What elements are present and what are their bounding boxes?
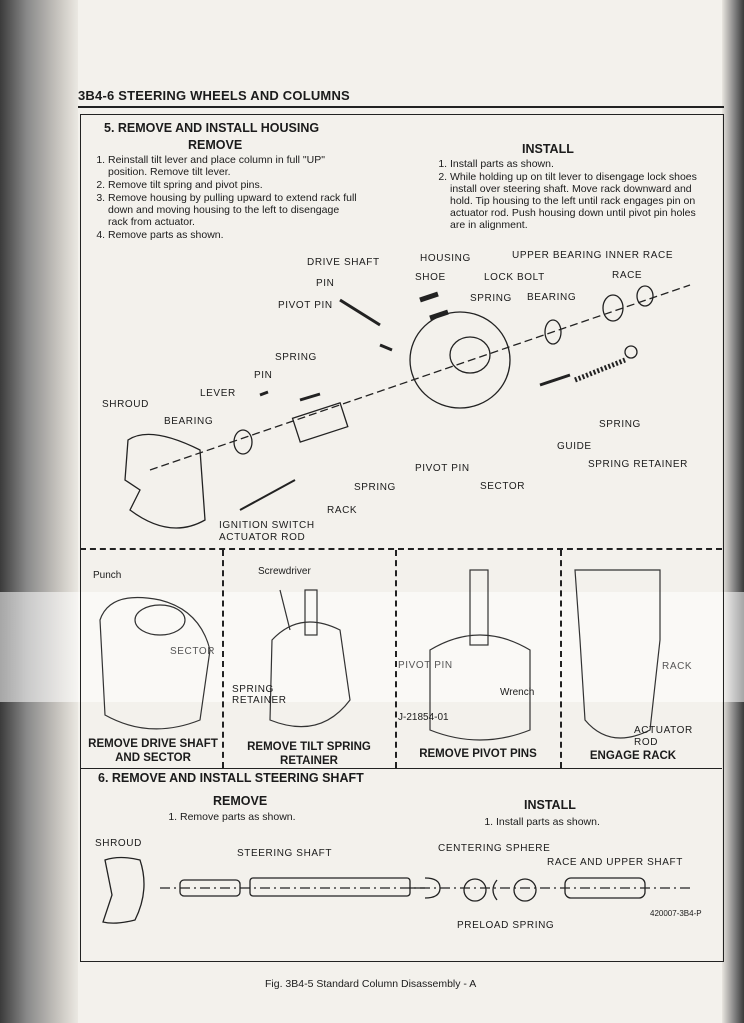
label-shoe: SHOE <box>415 272 446 283</box>
label-shroud: SHROUD <box>95 838 142 849</box>
header-rule <box>78 106 724 108</box>
figure-frame <box>80 114 724 962</box>
section-divider <box>80 768 722 769</box>
label-race: RACE <box>612 270 643 281</box>
label-pin: PIN <box>316 278 335 289</box>
caption-line: REMOVE TILT SPRING <box>247 741 371 753</box>
housing-part <box>409 311 511 409</box>
scan-glare-band <box>0 592 744 702</box>
label-bearing: BEARING <box>527 292 577 303</box>
label-screwdriver: Screwdriver <box>258 566 311 577</box>
label-tool-number: J-21854-01 <box>398 712 449 723</box>
caption-line: REMOVE DRIVE SHAFT <box>88 738 218 750</box>
race-part <box>602 294 624 322</box>
yoke-part <box>410 877 441 899</box>
label-spring: SPRING <box>275 352 317 363</box>
label-spring: SPRING <box>232 684 274 695</box>
panel-divider <box>222 550 224 768</box>
section6-remove-steps: Remove parts as shown. <box>162 811 296 824</box>
bearing-part <box>544 319 562 345</box>
label-drive-shaft: DRIVE SHAFT <box>307 257 380 268</box>
label-wrench: Wrench <box>500 687 535 698</box>
shaft-part <box>179 879 241 897</box>
bearing-part <box>233 429 253 455</box>
label-race-and-upper-shaft: RACE AND UPPER SHAFT <box>547 857 683 868</box>
label-pivot-pin: PIVOT PIN <box>278 300 333 311</box>
label-preload-spring: PRELOAD SPRING <box>457 920 555 931</box>
label-lever: LEVER <box>200 388 236 399</box>
figure-code: 420007-3B4-P <box>650 909 702 918</box>
scan-edge-right <box>722 0 744 1023</box>
spring-part <box>574 357 626 383</box>
steering-shaft-part <box>249 877 411 897</box>
panel-divider <box>560 550 562 768</box>
section5-title: 5. REMOVE AND INSTALL HOUSING <box>104 121 320 135</box>
scan-edge-left <box>0 0 78 1023</box>
label-retainer: RETAINER <box>232 695 287 706</box>
label-spring-retainer: SPRING RETAINER <box>588 459 688 470</box>
section6-install-steps: Install parts as shown. <box>478 816 600 829</box>
label-housing: HOUSING <box>420 253 471 264</box>
section5-install-steps: Install parts as shown. While holding up… <box>432 158 712 232</box>
shroud-part <box>102 856 145 924</box>
section6-title: 6. REMOVE AND INSTALL STEERING SHAFT <box>98 771 364 785</box>
label-pin: PIN <box>254 370 273 381</box>
label-spring: SPRING <box>599 419 641 430</box>
panel2-sketch <box>269 621 351 728</box>
centering-sphere-part <box>463 878 487 902</box>
upper-shaft-part <box>564 877 646 899</box>
lever-part <box>291 402 349 443</box>
section5-remove-heading: REMOVE <box>188 138 243 152</box>
shroud-part <box>124 433 206 529</box>
label-guide: GUIDE <box>557 441 592 452</box>
label-actuator: ACTUATOR <box>634 725 693 736</box>
panel-divider <box>80 548 722 550</box>
label-lock-bolt: LOCK BOLT <box>484 272 545 283</box>
step: While holding up on tilt lever to diseng… <box>450 171 712 231</box>
panel-divider <box>395 550 397 768</box>
label-spring: SPRING <box>470 293 512 304</box>
panel1-sketch <box>99 596 211 730</box>
label-pivot-pin: PIVOT PIN <box>398 660 453 671</box>
label-sector: SECTOR <box>480 481 526 492</box>
label-shroud: SHROUD <box>102 399 149 410</box>
label-bearing: BEARING <box>164 416 214 427</box>
label-ignition-switch: IGNITION SWITCH <box>219 520 315 531</box>
label-rack: RACK <box>327 505 358 516</box>
caption-line: RETAINER <box>280 755 338 767</box>
step: Remove parts as shown. <box>180 811 296 823</box>
step: Remove parts as shown. <box>108 229 358 241</box>
panel-caption: ENGAGE RACK <box>589 750 677 762</box>
step: Remove housing by pulling upward to exte… <box>108 192 358 228</box>
panel3-sketch <box>429 634 531 741</box>
step: Remove tilt spring and pivot pins. <box>108 179 358 191</box>
label-centering-sphere: CENTERING SPHERE <box>438 843 551 854</box>
centerline <box>149 284 691 471</box>
section5-install-heading: INSTALL <box>522 142 574 156</box>
section6-install-heading: INSTALL <box>524 798 576 812</box>
panel-caption: REMOVE TILT SPRING RETAINER <box>224 740 394 768</box>
section6-remove-heading: REMOVE <box>213 794 268 808</box>
page-header: 3B4-6 STEERING WHEELS AND COLUMNS <box>78 88 350 103</box>
step: Install parts as shown. <box>496 816 600 828</box>
label-actuator-rod: ACTUATOR ROD <box>219 532 306 543</box>
label-pivot-pin: PIVOT PIN <box>415 463 470 474</box>
section5-remove-steps: Reinstall tilt lever and place column in… <box>90 154 358 242</box>
label-rod: ROD <box>634 737 659 748</box>
step: Install parts as shown. <box>450 158 712 170</box>
panel-caption: REMOVE DRIVE SHAFT AND SECTOR <box>84 737 222 765</box>
label-steering-shaft: STEERING SHAFT <box>237 848 333 859</box>
label-sector: SECTOR <box>170 646 216 657</box>
step: Reinstall tilt lever and place column in… <box>108 154 358 178</box>
panel4-sketch <box>574 569 661 739</box>
label-punch: Punch <box>93 570 122 581</box>
label-spring: SPRING <box>354 482 396 493</box>
label-upper-bearing-inner-race: UPPER BEARING INNER RACE <box>512 250 674 261</box>
preload-spring-part <box>492 879 498 901</box>
figure-caption: Fig. 3B4-5 Standard Column Disassembly -… <box>265 978 477 990</box>
caption-line: AND SECTOR <box>115 752 191 764</box>
panel-caption: REMOVE PIVOT PINS <box>419 748 537 760</box>
label-rack: RACK <box>662 661 693 672</box>
